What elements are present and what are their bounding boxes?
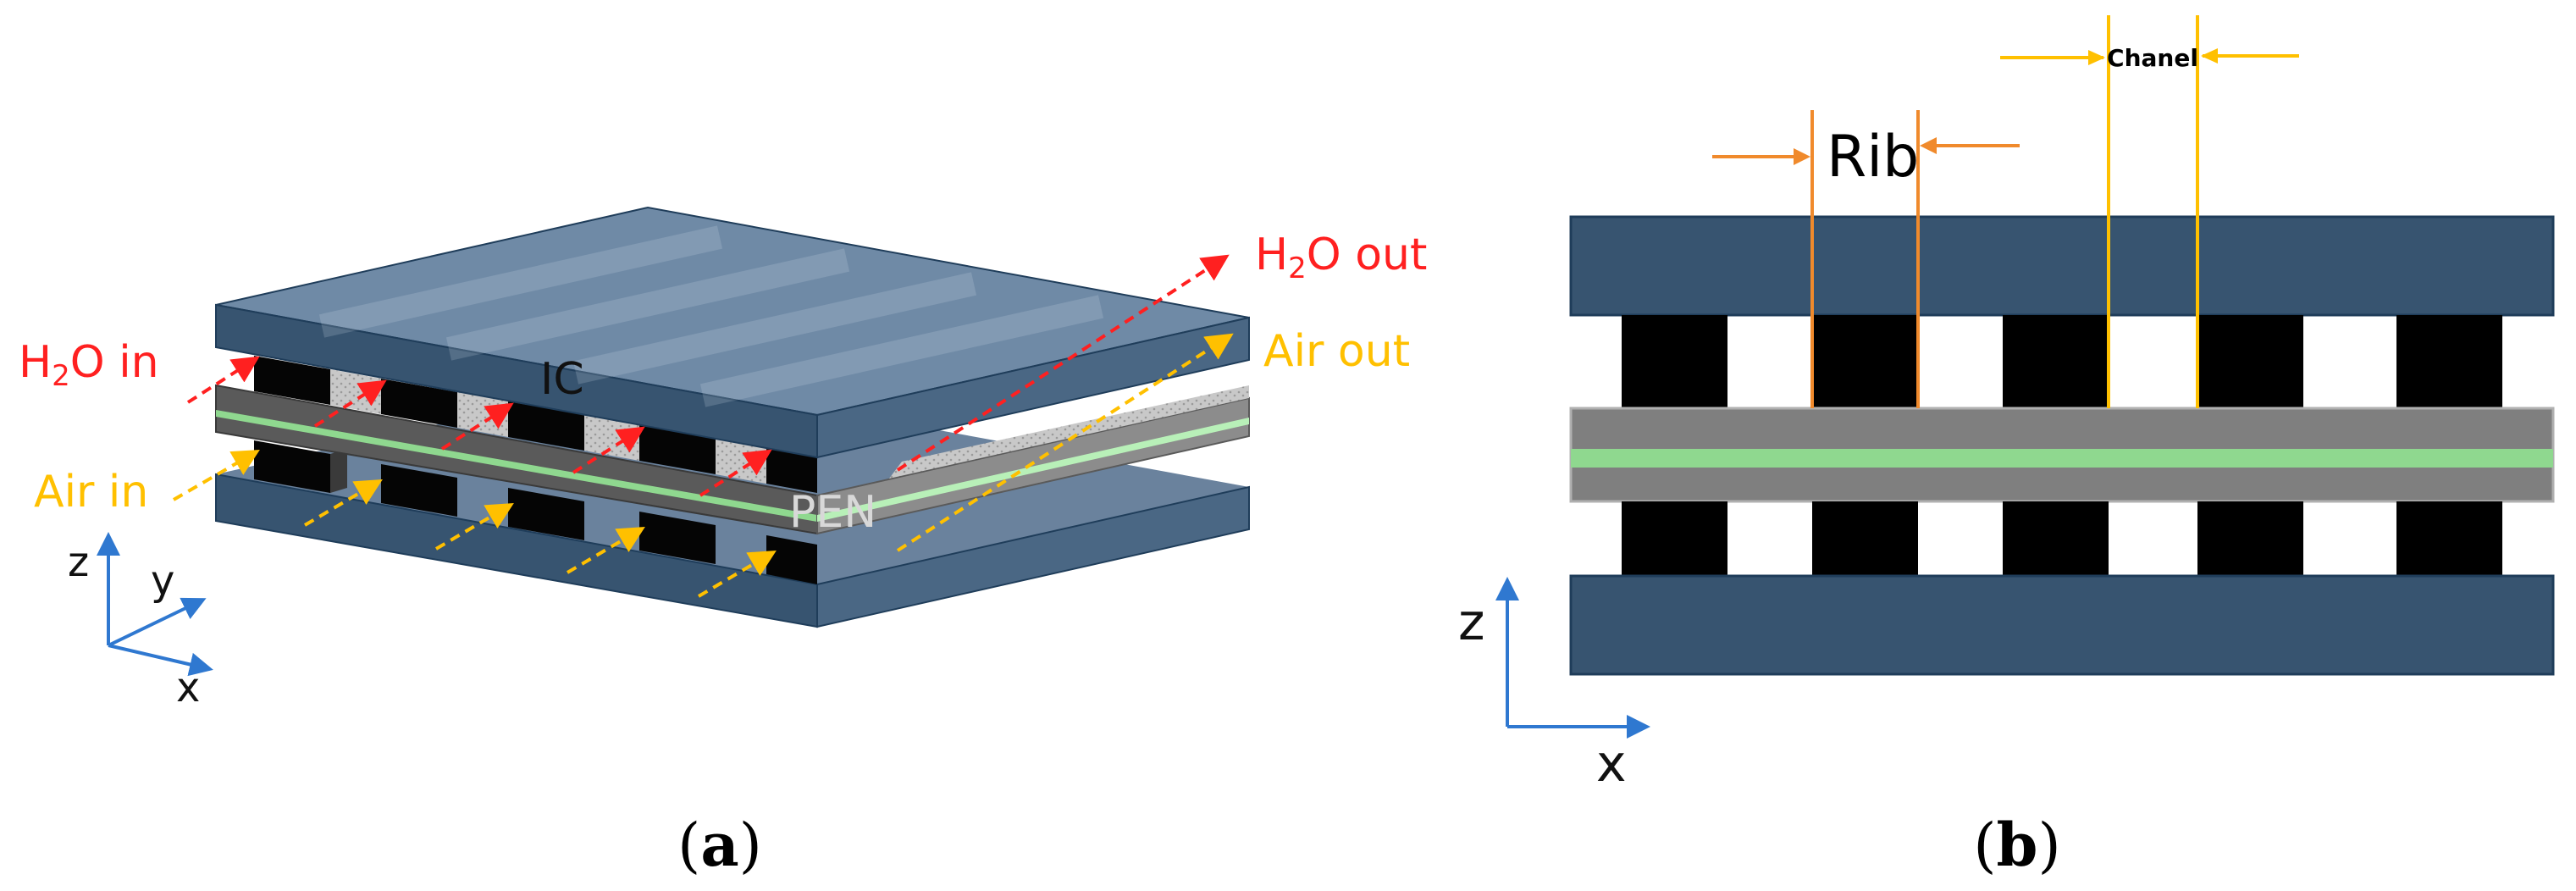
- axis-x-label: x: [176, 664, 200, 711]
- panel-b-caption: (b): [1973, 810, 2061, 880]
- chanel-label: Chanel: [2107, 44, 2198, 72]
- h2o-in-label: H2O in: [19, 337, 159, 393]
- channel-markers: [2000, 15, 2299, 408]
- water-flow-arrows: [186, 254, 1230, 497]
- ic-label: IC: [540, 354, 584, 405]
- air-flow-arrows: [172, 333, 1234, 598]
- panel-a-caption: (a): [677, 810, 762, 880]
- axes-3d: z y x: [68, 532, 213, 711]
- pen-layer: [215, 384, 1250, 535]
- bottom-interconnect: [1569, 574, 2555, 676]
- axes-2d: z x: [1458, 577, 1650, 794]
- rib-markers: [1712, 110, 2020, 408]
- axis-z-label-b: z: [1458, 593, 1485, 652]
- axis-z-label: z: [68, 539, 89, 586]
- h2o-out-label: H2O out: [1255, 230, 1427, 285]
- air-in-label: Air in: [34, 467, 148, 517]
- lower-ribs-section: [1622, 501, 2502, 576]
- air-out-label: Air out: [1263, 326, 1410, 377]
- rib-label: Rib: [1827, 124, 1919, 191]
- axis-y-label: y: [151, 557, 174, 605]
- upper-ribs-section: [1622, 315, 2502, 408]
- axis-x-label-b: x: [1596, 734, 1627, 794]
- top-interconnect-plate: [215, 206, 1250, 459]
- pen-label: PEN: [789, 487, 876, 538]
- panel-a: H2O in H2O out Air in Air out IC PEN z y…: [19, 206, 1427, 880]
- top-interconnect: [1569, 215, 2555, 317]
- panel-b: Rib Chanel z x (b): [1458, 15, 2555, 880]
- lower-ribs: [254, 440, 817, 584]
- electrolyte-section: [1571, 449, 2553, 468]
